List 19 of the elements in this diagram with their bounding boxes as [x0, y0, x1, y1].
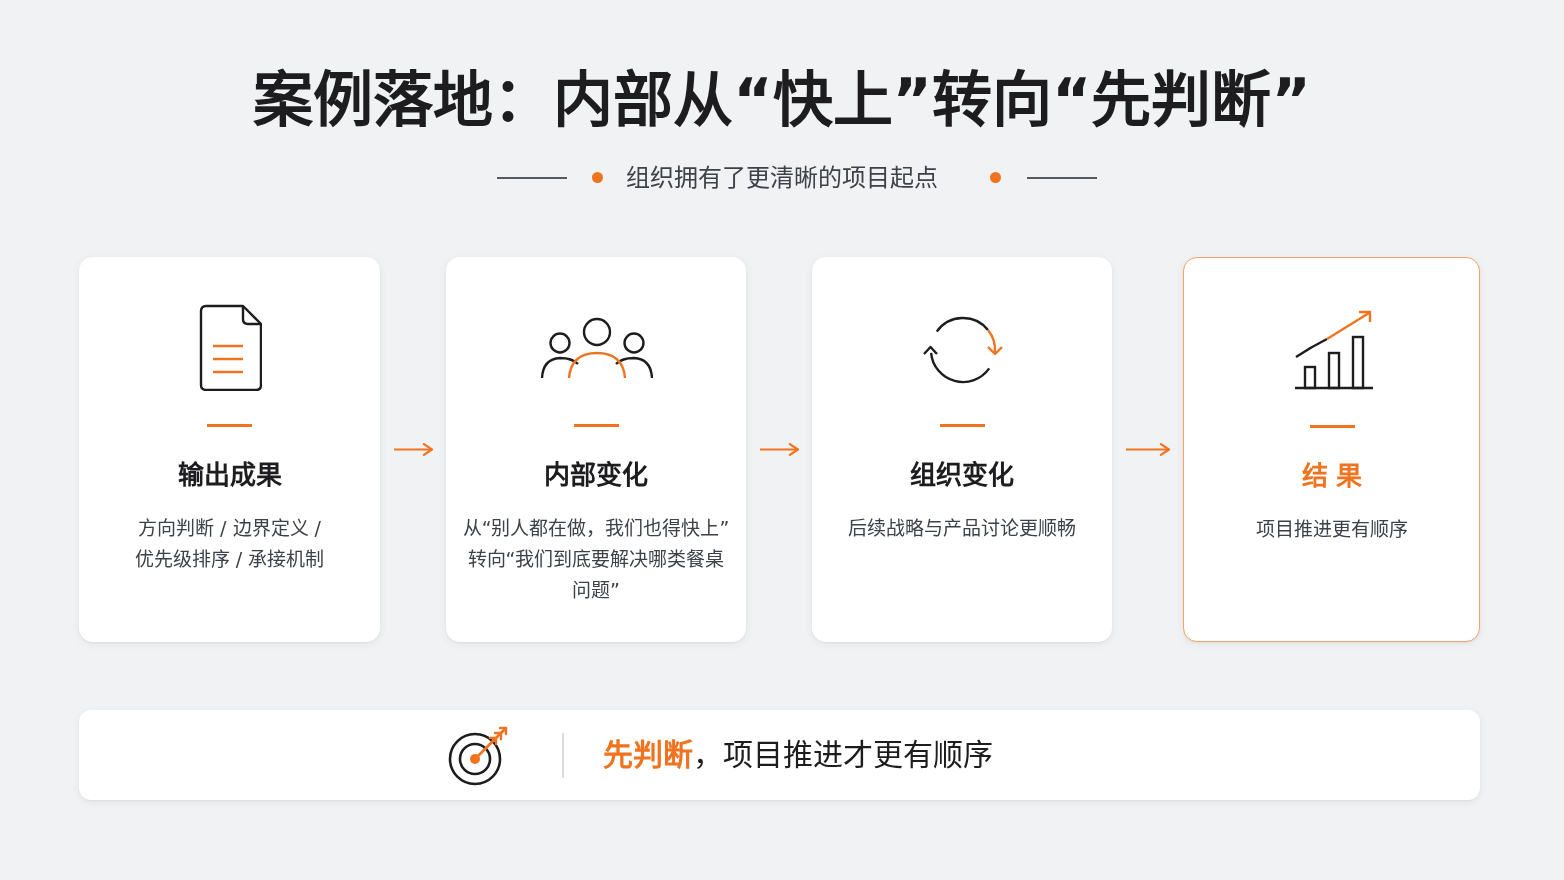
summary-banner	[79, 710, 1480, 800]
arrow	[394, 443, 434, 456]
card-title: 结果	[1300, 460, 1370, 493]
card-title: 内部变化	[544, 459, 648, 492]
card-description: 方向判断 / 边界定义 / 优先级排序 / 承接机制	[133, 516, 326, 572]
banner-text: 先判断，项目推进才更有顺序	[603, 736, 993, 774]
arrow	[760, 443, 800, 456]
card-description: 从“别人都在做，我们也得快上”转向“我们到底要解决哪类餐桌问题”	[461, 516, 731, 603]
title: 案例落地：内部从“快上”转向“先判断”	[253, 64, 1311, 137]
card-title: 组织变化	[910, 459, 1014, 492]
card-description: 后续战略与产品讨论更顺畅	[847, 516, 1077, 541]
step-card	[812, 257, 1112, 642]
step-card	[446, 257, 746, 642]
step-card	[79, 257, 380, 642]
arrow	[1126, 443, 1171, 456]
card-title: 输出成果	[177, 459, 282, 492]
card-description: 项目推进更有顺序	[1254, 517, 1409, 542]
subtitle: 组织拥有了更清晰的项目起点	[626, 163, 938, 194]
step-card	[1183, 257, 1480, 642]
